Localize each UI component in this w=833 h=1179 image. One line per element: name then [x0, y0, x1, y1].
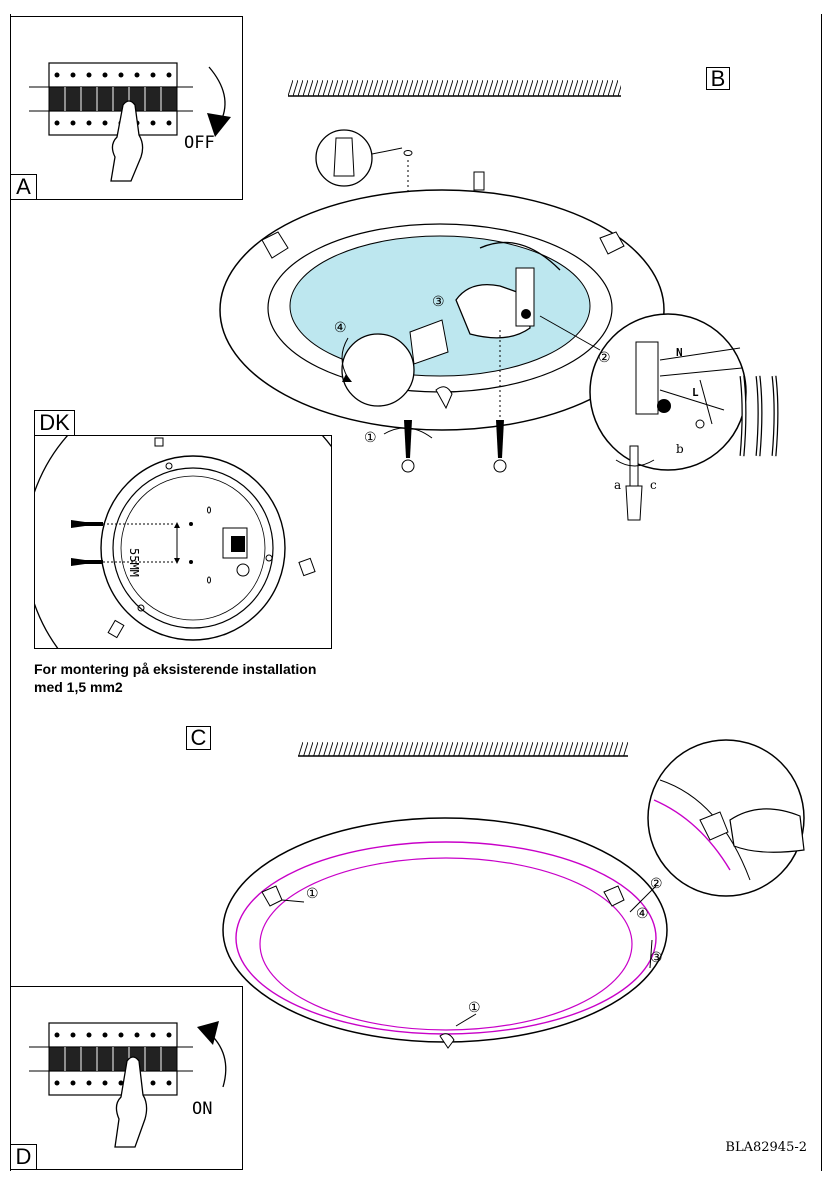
panel-dk: 55MM [34, 435, 332, 649]
glass-fitting-diagram [222, 739, 805, 1049]
step-2-marker-b: ② [598, 350, 611, 366]
step-2-marker-c: ② [650, 876, 663, 892]
page-frame [10, 14, 822, 1171]
step-1-marker-c-bottom: ① [468, 1000, 481, 1016]
dimension-label: 55MM [127, 548, 141, 577]
step-b-label: b [676, 442, 684, 456]
installation-note-line1: For montering på eksisterende installati… [34, 661, 317, 677]
step-1-marker-c-left: ① [306, 886, 319, 902]
panel-a: OFF [10, 16, 243, 200]
installation-note: For montering på eksisterende installati… [34, 660, 316, 696]
step-1-marker-b: ① [364, 430, 377, 446]
switch-on-label: ON [192, 1099, 213, 1119]
ceiling-hatch-c [298, 742, 628, 757]
step-4-marker-b: ④ [334, 320, 347, 336]
panel-d: ON [10, 986, 243, 1170]
panel-a-tag: A [10, 174, 37, 200]
breaker-illustration-off [29, 62, 231, 182]
switch-off-label: OFF [184, 133, 215, 153]
step-4-marker-c: ④ [636, 906, 649, 922]
ceiling-hatch-b [288, 80, 621, 97]
wire-n-label: N [676, 346, 683, 359]
panel-d-tag: D [10, 1144, 37, 1170]
breaker-illustration-on [29, 1021, 227, 1148]
step-c-label: c [650, 478, 657, 492]
installation-note-line2: med 1,5 mm2 [34, 679, 123, 695]
step-3-marker-b: ③ [432, 294, 445, 310]
panel-c-tag: C [186, 726, 211, 750]
panel-dk-tag: DK [34, 410, 75, 436]
dk-mounting-diagram [35, 436, 331, 648]
step-3-marker-c: ③ [650, 950, 663, 966]
step-a-label: a [614, 478, 622, 492]
wire-l-label: L [692, 386, 699, 399]
mounting-diagram [219, 129, 779, 521]
panel-b-tag: B [706, 67, 730, 90]
document-code: BLA82945-2 [725, 1140, 807, 1155]
